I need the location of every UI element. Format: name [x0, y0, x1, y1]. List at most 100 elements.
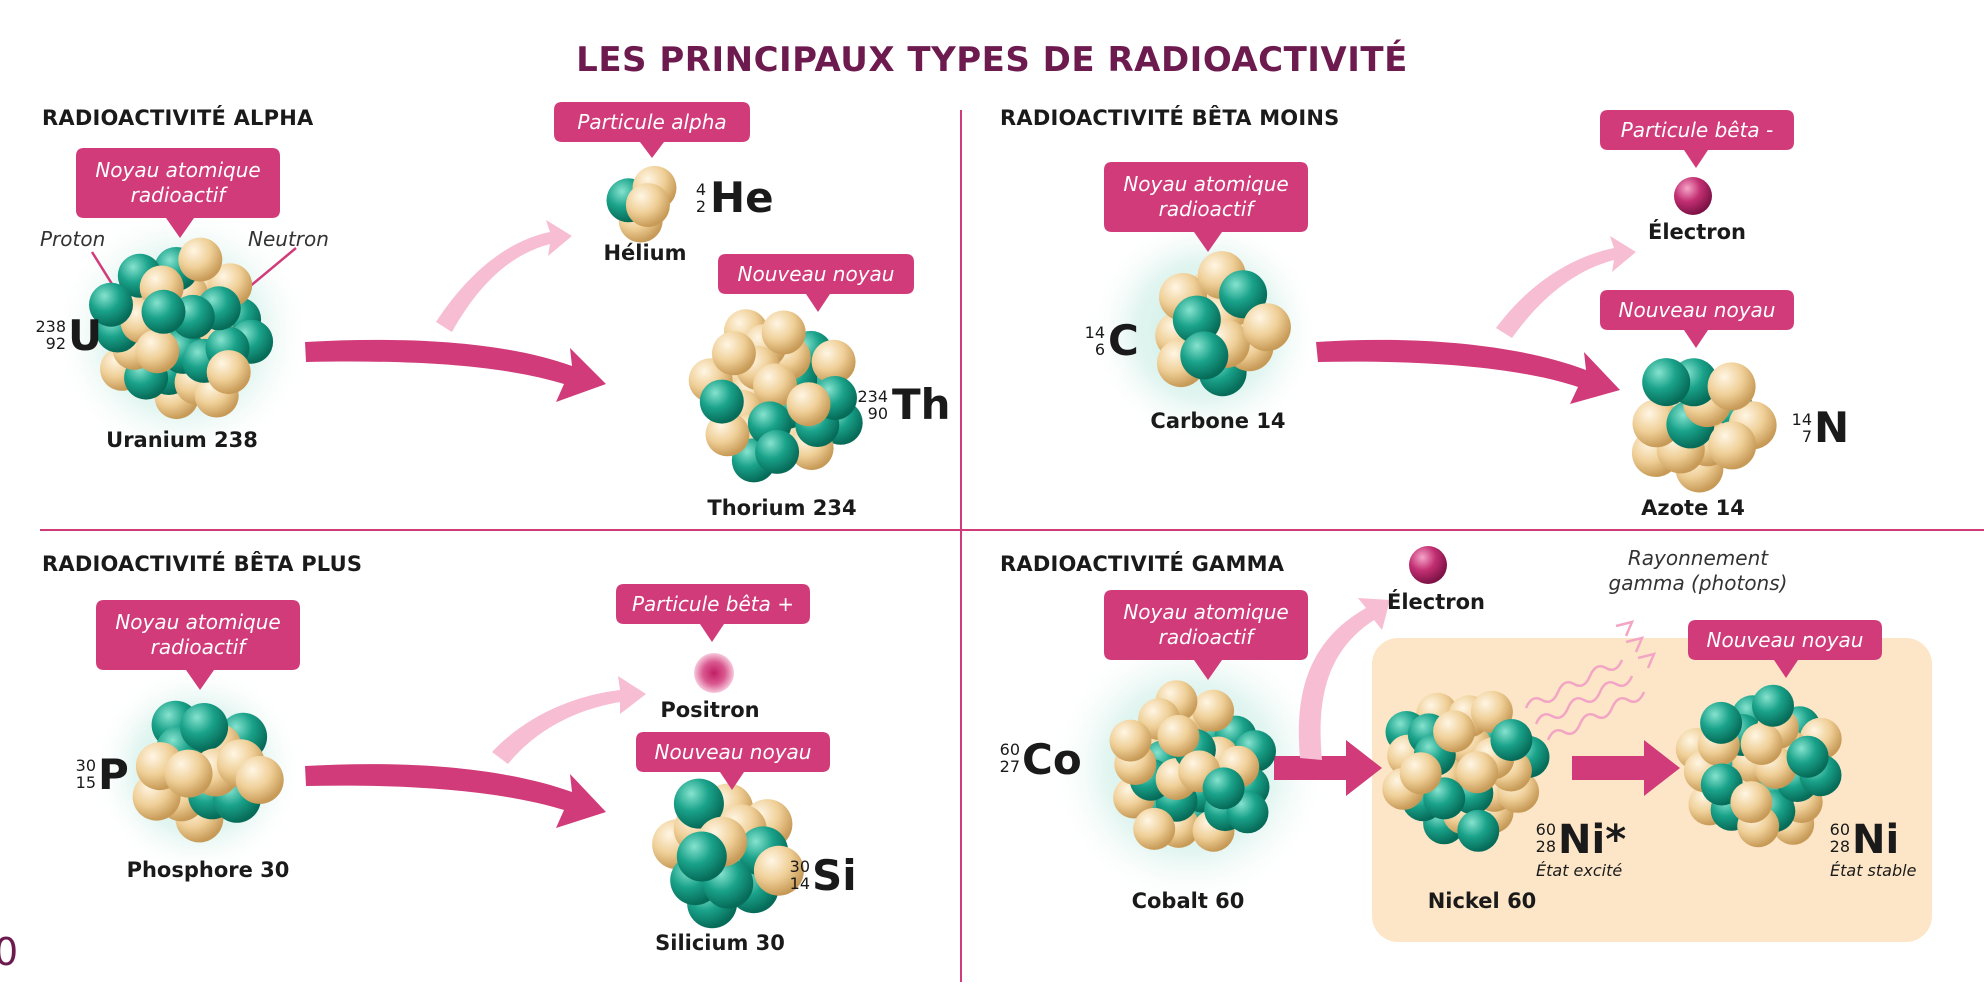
nucleus-uranium [89, 237, 274, 420]
neutron-sphere [699, 379, 744, 424]
neutron-pointer [247, 247, 297, 289]
positron-beta-plus [694, 653, 734, 693]
helium-mass: 4 [696, 180, 706, 199]
decay-arrow-alpha [305, 339, 606, 402]
nucleus-helium [606, 165, 677, 243]
neutron-sphere [1172, 295, 1221, 344]
carbon-symbol: C [1108, 316, 1139, 365]
page-title: LES PRINCIPAUX TYPES DE RADIOACTIVITÉ [576, 40, 1408, 80]
proton-sphere [1456, 751, 1499, 794]
callout-beta-minus-particle: Particule bêta - [1600, 110, 1794, 168]
thorium-name: Thorium 234 [707, 496, 856, 520]
callout-alpha-nucleus: Noyau atomique radioactif [76, 148, 280, 238]
nickel-excited-symbol: Ni* [1558, 817, 1626, 863]
neutron-sphere [1700, 701, 1743, 744]
silicon-symbol: Si [812, 851, 857, 900]
nucleus-nickel-stable [1675, 684, 1842, 848]
decay-arrow-gamma-2 [1572, 740, 1680, 796]
proton-sphere [811, 339, 856, 384]
gamma-electron-name: Électron [1387, 589, 1485, 614]
proton-sphere [1433, 710, 1476, 753]
particle-arrow-beta-plus [492, 676, 646, 764]
proton-label: Proton [40, 227, 105, 251]
uranium-symbol: U [68, 311, 102, 360]
neutron-sphere [89, 282, 133, 327]
proton-sphere [1708, 421, 1757, 470]
callout-beta-plus-particle: Particule bêta + [616, 584, 810, 642]
proton-sphere [135, 329, 180, 374]
neutron-sphere [1786, 735, 1829, 778]
nitrogen-atomic: 7 [1802, 427, 1812, 446]
neutron-sphere [673, 778, 724, 829]
edge-mark: 0 [0, 930, 19, 974]
proton-sphere [753, 845, 804, 896]
proton-sphere [1192, 689, 1235, 732]
nucleus-carbon [1155, 251, 1291, 397]
neutron-label: Neutron [248, 227, 329, 251]
nickel-name: Nickel 60 [1428, 889, 1537, 913]
neutron-sphere [180, 703, 229, 751]
callout-beta-plus-particle-text: Particule bêta + [632, 592, 794, 616]
carbon-atomic: 6 [1095, 340, 1105, 359]
carbon-name: Carbone 14 [1150, 409, 1285, 433]
carbon-mass: 14 [1085, 323, 1105, 342]
gamma-wave-arrowheads [1615, 620, 1657, 669]
callout-beta-minus-nucleus-line-2: radioactif [1159, 197, 1257, 221]
section-title-beta-minus: RADIOACTIVITÉ BÊTA MOINS [1000, 106, 1340, 130]
silicon-mass: 30 [790, 857, 810, 876]
nickel-excited-state: État excité [1536, 861, 1622, 880]
callout-beta-minus-new-text: Nouveau noyau [1619, 298, 1776, 322]
proton-sphere [1157, 714, 1200, 757]
nickel-excited-atomic: 28 [1536, 837, 1556, 856]
callout-gamma-new-text: Nouveau noyau [1707, 628, 1864, 652]
callout-alpha-new: Nouveau noyau [718, 254, 914, 312]
nitrogen-mass: 14 [1792, 410, 1812, 429]
nickel-stable-state: État stable [1830, 861, 1917, 880]
helium-atomic: 2 [696, 197, 706, 216]
proton-sphere [1740, 723, 1783, 765]
nucleus-nitrogen [1631, 358, 1777, 493]
proton-sphere [1730, 781, 1773, 824]
callout-alpha-new-text: Nouveau noyau [738, 262, 895, 286]
callout-beta-minus-nucleus: Noyau atomique radioactif [1104, 162, 1308, 252]
phosphorus-atomic: 15 [76, 773, 96, 792]
proton-sphere [178, 237, 223, 282]
proton-sphere [1242, 303, 1291, 352]
proton-sphere [1109, 719, 1152, 762]
neutron-sphere [1490, 719, 1533, 761]
cobalt-atomic: 27 [1000, 757, 1020, 776]
callout-alpha-nucleus-line-1: Noyau atomique [95, 158, 260, 182]
silicon-name: Silicium 30 [655, 931, 785, 955]
neutron-sphere [1180, 331, 1229, 380]
decay-arrow-beta-plus [305, 764, 606, 828]
gamma-radiation-label-2: gamma (photons) [1609, 571, 1788, 595]
phosphorus-mass: 30 [76, 756, 96, 775]
particle-arrow-alpha [436, 220, 572, 332]
callout-beta-plus-new: Nouveau noyau [636, 732, 830, 790]
callout-beta-minus-particle-text: Particule bêta - [1621, 118, 1774, 142]
cobalt-name: Cobalt 60 [1132, 889, 1245, 913]
neutron-sphere [1457, 809, 1500, 852]
gamma-wave-2 [1534, 675, 1634, 725]
electron-gamma [1409, 546, 1447, 584]
section-title-beta-plus: RADIOACTIVITÉ BÊTA PLUS [42, 552, 363, 576]
proton-sphere [625, 183, 670, 228]
proton-sphere [1399, 752, 1442, 795]
proton-sphere [761, 310, 806, 355]
neutron-sphere [1202, 767, 1245, 810]
proton-sphere [786, 382, 831, 427]
proton-sphere [711, 331, 756, 376]
proton-sphere [705, 412, 750, 457]
section-title-alpha: RADIOACTIVITÉ ALPHA [42, 106, 314, 130]
callout-gamma-nucleus: Noyau atomique radioactif [1104, 590, 1308, 680]
nucleus-cobalt [1109, 680, 1276, 852]
nitrogen-symbol: N [1814, 403, 1849, 452]
cobalt-symbol: Co [1022, 735, 1082, 784]
silicon-atomic: 14 [790, 874, 810, 893]
proton-sphere [1133, 807, 1176, 850]
uranium-atomic: 92 [46, 334, 66, 353]
phosphorus-symbol: P [98, 750, 129, 799]
callout-gamma-nucleus-line-1: Noyau atomique [1123, 600, 1288, 624]
proton-sphere [1707, 362, 1756, 411]
